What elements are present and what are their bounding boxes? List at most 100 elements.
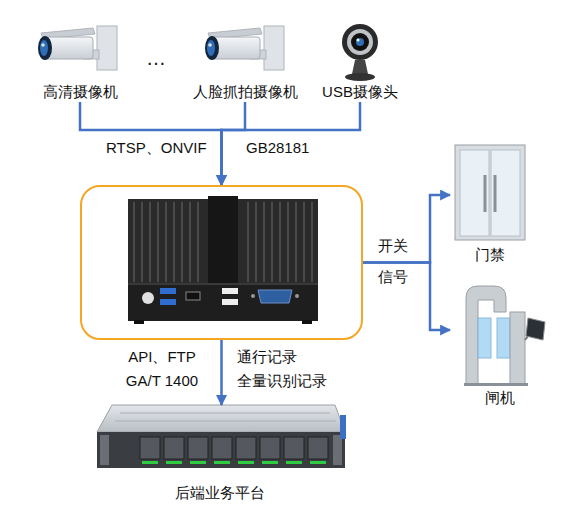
edge-device-box bbox=[80, 185, 363, 340]
ellipsis-mark: … bbox=[146, 46, 176, 70]
illustration-part bbox=[357, 39, 360, 42]
server-node: 后端业务平台 bbox=[95, 405, 345, 503]
illustration-part bbox=[284, 437, 304, 459]
illustration-part bbox=[526, 318, 545, 340]
illustration-part bbox=[295, 202, 297, 282]
illustration-part bbox=[352, 60, 368, 74]
illustration-part bbox=[258, 290, 292, 303]
illustration-part bbox=[222, 288, 238, 294]
illustration-part bbox=[133, 202, 135, 282]
illustration-part bbox=[340, 415, 346, 439]
illustration-part bbox=[186, 292, 200, 300]
usb-webcam-icon bbox=[342, 24, 378, 81]
illustration-part bbox=[247, 202, 249, 282]
illustration-part bbox=[279, 202, 281, 282]
node-label: 闸机 bbox=[485, 388, 515, 408]
illustration-part bbox=[134, 320, 144, 324]
illustration-part bbox=[212, 437, 232, 459]
connector-arrow bbox=[80, 102, 222, 185]
illustration-part bbox=[97, 432, 345, 468]
illustration-part bbox=[205, 26, 284, 70]
rack-server-illustration bbox=[97, 405, 346, 468]
illustration-part bbox=[302, 320, 312, 324]
illustration-part bbox=[351, 33, 369, 51]
illustration-part bbox=[255, 202, 257, 282]
illustration-part bbox=[115, 421, 336, 422]
illustration-part bbox=[142, 461, 326, 464]
illustration-part bbox=[128, 283, 318, 321]
door-node: 门禁 bbox=[450, 143, 530, 265]
illustration-part bbox=[271, 202, 273, 282]
camera-node: 人脸抓拍摄像机 bbox=[180, 22, 310, 102]
illustration-part bbox=[478, 318, 491, 358]
gate-node: 闸机 bbox=[450, 283, 550, 408]
illustration-part bbox=[222, 299, 238, 305]
illustration-part bbox=[164, 437, 184, 459]
illustration-part bbox=[510, 312, 525, 385]
protocol-label: GB28181 bbox=[246, 136, 336, 160]
node-label: USB摄像头 bbox=[322, 82, 398, 102]
illustration-part bbox=[236, 437, 256, 459]
illustration-part bbox=[160, 299, 176, 305]
connector-arrow bbox=[222, 102, 361, 185]
illustration-part bbox=[141, 202, 143, 282]
illustration-part bbox=[181, 202, 183, 282]
illustration-part bbox=[464, 383, 528, 386]
record-label: 通行记录 全量识别记录 bbox=[237, 345, 349, 393]
illustration-part bbox=[128, 284, 318, 285]
illustration-part bbox=[262, 461, 278, 464]
illustration-part bbox=[455, 145, 525, 240]
illustration-part bbox=[197, 202, 199, 282]
illustration-part bbox=[263, 202, 265, 282]
illustration-part bbox=[356, 38, 364, 46]
illustration-part bbox=[345, 73, 375, 81]
illustration-part bbox=[100, 435, 109, 465]
illustration-part bbox=[342, 24, 378, 60]
illustration-part bbox=[347, 29, 373, 55]
node-label: 后端业务平台 bbox=[175, 483, 265, 503]
illustration-part bbox=[494, 175, 497, 212]
illustration-part bbox=[165, 202, 167, 282]
illustration-part bbox=[142, 292, 154, 304]
edge-label: API、FTP GA/T 1400 bbox=[112, 345, 212, 393]
illustration-part bbox=[190, 461, 206, 464]
illustration-part bbox=[491, 150, 520, 236]
connector-arrow bbox=[222, 102, 246, 185]
illustration-part bbox=[287, 202, 289, 282]
illustration-part bbox=[157, 202, 159, 282]
mini-pc-illustration bbox=[128, 196, 318, 324]
illustration-part bbox=[140, 437, 160, 459]
illustration-part bbox=[160, 288, 176, 294]
node-label: 高清摄像机 bbox=[43, 82, 118, 102]
illustration-part bbox=[214, 461, 230, 464]
bullet-camera-icon bbox=[38, 26, 117, 70]
node-label: 门禁 bbox=[475, 245, 505, 265]
illustration-part bbox=[260, 437, 280, 459]
camera-node: 高清摄像机 bbox=[25, 22, 135, 102]
connector-arrow bbox=[220, 340, 223, 405]
illustration-part bbox=[310, 461, 326, 464]
illustration-part bbox=[295, 294, 299, 298]
illustration-part bbox=[173, 202, 175, 282]
camera-node: USB摄像头 bbox=[310, 22, 410, 102]
illustration-part bbox=[120, 413, 330, 414]
illustration-part bbox=[97, 405, 345, 432]
illustration-part bbox=[460, 150, 489, 236]
bullet-camera-icon bbox=[205, 26, 284, 70]
illustration-part bbox=[286, 461, 302, 464]
illustration-part bbox=[308, 437, 328, 459]
illustration-part bbox=[484, 175, 487, 212]
illustration-part bbox=[208, 196, 238, 286]
illustration-part bbox=[140, 437, 328, 459]
illustration-part bbox=[251, 294, 255, 298]
illustration-part bbox=[238, 461, 254, 464]
protocol-label: RTSP、ONVIF bbox=[106, 136, 216, 160]
illustration-part bbox=[166, 461, 182, 464]
illustration-part bbox=[149, 202, 151, 282]
illustration-part bbox=[311, 202, 313, 282]
illustration-part bbox=[189, 202, 191, 282]
illustration-part bbox=[38, 26, 117, 70]
glass-door-icon bbox=[455, 145, 525, 240]
illustration-part bbox=[142, 461, 158, 464]
